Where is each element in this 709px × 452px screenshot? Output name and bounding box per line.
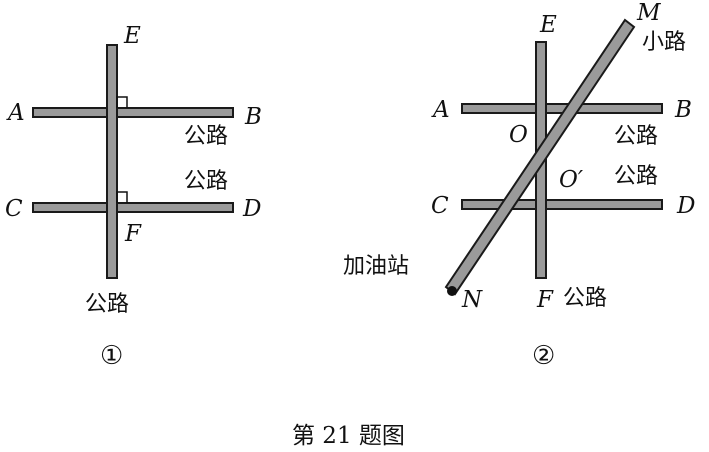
road-cd — [32, 202, 234, 213]
point-label-c-2: C — [431, 193, 449, 219]
path-label: 小路 — [642, 30, 686, 55]
right-angle-mark-bottom — [116, 191, 128, 203]
road-label-ab: 公路 — [184, 124, 228, 149]
road-label-cd-2: 公路 — [614, 164, 658, 189]
figure-1-caption: ① — [100, 341, 123, 371]
figure-2: E M 小路 A B O 公路 O′ 公路 C D 加油站 N F 公路 ② — [343, 0, 695, 371]
point-label-d: D — [242, 196, 261, 222]
point-label-f: F — [124, 221, 142, 247]
road-ef — [106, 44, 118, 279]
figure-title: 第 21 题图 — [292, 423, 405, 449]
road-label-ef: 公路 — [85, 292, 129, 317]
point-label-o: O — [509, 122, 528, 148]
figure-2-caption: ② — [532, 341, 555, 371]
point-label-c: C — [5, 196, 23, 222]
road-label-ab-2: 公路 — [614, 124, 658, 149]
point-label-b: B — [244, 104, 262, 130]
point-label-a: A — [6, 100, 25, 126]
road-label-cd: 公路 — [184, 169, 228, 194]
gas-station-dot — [447, 286, 457, 296]
road-label-ef-2: 公路 — [563, 286, 607, 311]
point-label-b-2: B — [674, 97, 692, 123]
road-ab — [32, 107, 234, 118]
road-ab-2 — [461, 103, 663, 114]
point-label-e: E — [123, 23, 141, 49]
point-label-e-2: E — [539, 12, 557, 38]
point-label-f-2: F — [536, 287, 554, 313]
point-label-d-2: D — [676, 193, 695, 219]
right-angle-mark-top — [116, 96, 128, 108]
road-cd-2 — [461, 199, 663, 210]
point-label-m: M — [636, 0, 662, 26]
point-label-a-2: A — [431, 97, 450, 123]
gas-station-label: 加油站 — [343, 254, 409, 279]
figure-1: E A B 公路 公路 C D F 公路 ① — [5, 23, 262, 371]
point-label-n: N — [461, 287, 483, 313]
point-label-o-prime: O′ — [559, 167, 584, 193]
